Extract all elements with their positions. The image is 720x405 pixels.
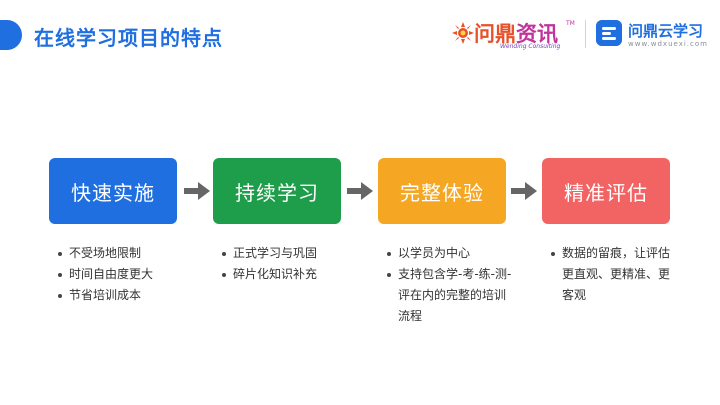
yun-brand: 问鼎云学习: [628, 22, 704, 40]
step-card-2: 持续学习: [213, 158, 341, 224]
list-item: 以学员为中心: [384, 243, 512, 264]
step-1-bullets: 不受场地限制 时间自由度更大 节省培训成本: [55, 243, 205, 306]
logo-separator: [585, 20, 586, 48]
wending-brand: 问鼎资讯: [474, 22, 558, 46]
step-card-1: 快速实施: [49, 158, 177, 224]
list-item: 数据的留痕，让评估更直观、更精准、更客观: [548, 243, 672, 306]
title-accent-bar: [0, 20, 22, 50]
step-2-bullets: 正式学习与巩固 碎片化知识补充: [219, 243, 369, 285]
page-title: 在线学习项目的特点: [34, 26, 223, 50]
trademark-mark: TM: [566, 20, 575, 27]
sun-logo-icon: [452, 22, 474, 44]
list-item: 支持包含学-考-练-测-评在内的完整的培训流程: [384, 264, 512, 327]
list-item: 不受场地限制: [55, 243, 205, 264]
list-item: 节省培训成本: [55, 285, 205, 306]
arrow-right-icon: [184, 182, 210, 200]
wending-subtitle: Wending Consulting: [500, 43, 561, 50]
list-item: 时间自由度更大: [55, 264, 205, 285]
arrow-right-icon: [511, 182, 537, 200]
step-3-bullets: 以学员为中心 支持包含学-考-练-测-评在内的完整的培训流程: [384, 243, 512, 327]
step-card-3: 完整体验: [378, 158, 506, 224]
yun-url: www.wdxuexi.com: [628, 40, 708, 48]
step-4-bullets: 数据的留痕，让评估更直观、更精准、更客观: [548, 243, 672, 306]
step-card-4: 精准评估: [542, 158, 670, 224]
list-item: 正式学习与巩固: [219, 243, 369, 264]
arrow-right-icon: [347, 182, 373, 200]
yun-logo-icon: [596, 20, 622, 46]
yun-logo: 问鼎云学习 www.wdxuexi.com: [596, 20, 714, 50]
wending-logo: 问鼎资讯 TM Wending Consulting: [452, 18, 580, 50]
list-item: 碎片化知识补充: [219, 264, 369, 285]
